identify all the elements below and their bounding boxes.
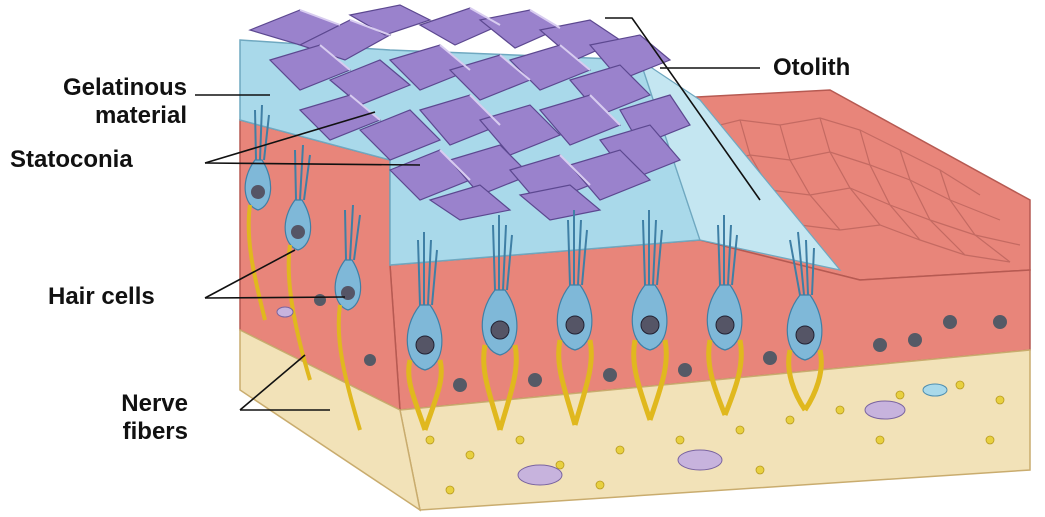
label-statoconia: Statoconia [10, 146, 133, 174]
label-nerve-line1: Nerve [80, 390, 188, 418]
label-gelatinous-line1: Gelatinous [15, 74, 187, 102]
label-hair-cells: Hair cells [48, 283, 155, 311]
label-nerve-fibers: Nerve fibers [80, 390, 188, 446]
label-gelatinous-line2: material [15, 102, 187, 130]
label-gelatinous-material: Gelatinous material [15, 74, 187, 130]
leader-hair-cells-a [205, 297, 345, 298]
label-otolith: Otolith [773, 54, 850, 82]
label-nerve-line2: fibers [80, 418, 188, 446]
